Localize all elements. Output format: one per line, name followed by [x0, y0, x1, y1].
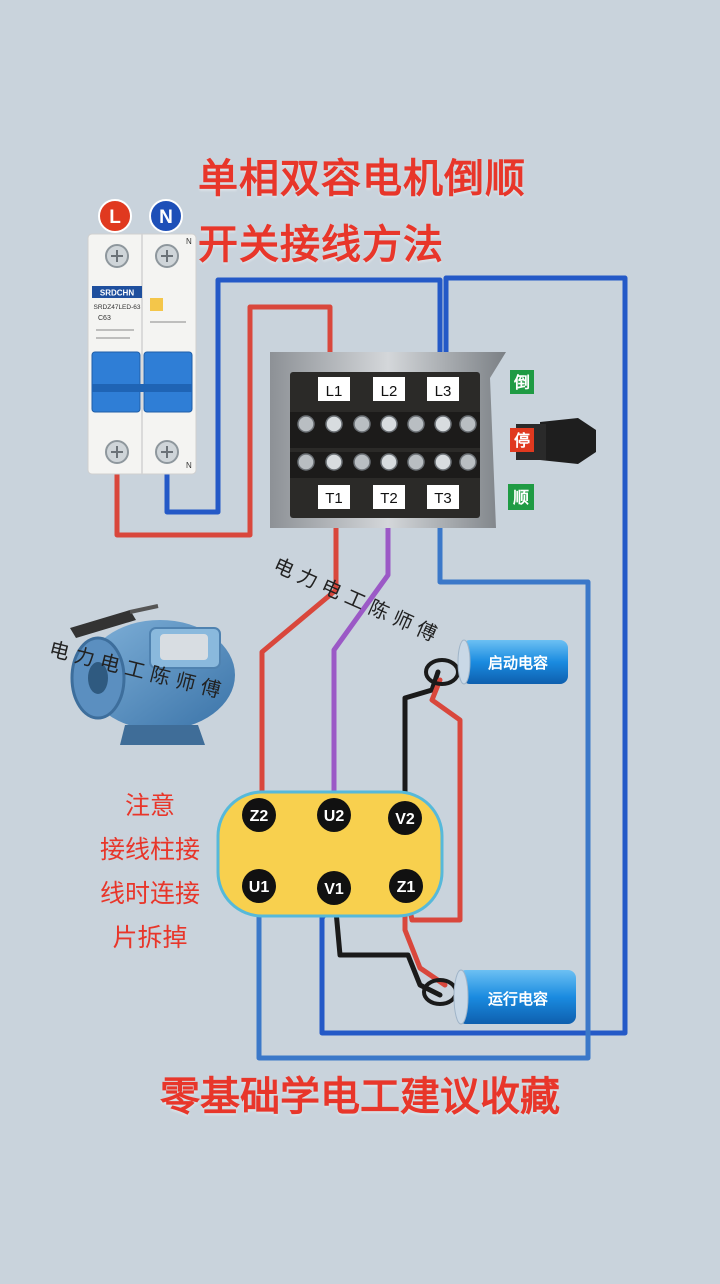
- terminal-label-t2: T2: [380, 490, 398, 507]
- motor-image: [70, 604, 235, 745]
- motor-terminal-label: U1: [249, 879, 270, 896]
- terminal-label-l2: L2: [381, 383, 398, 400]
- title-line-1: 单相双容电机倒顺: [198, 156, 526, 202]
- motor-terminal-label: Z2: [250, 808, 269, 825]
- note-line: 线时连接: [99, 879, 200, 908]
- note-line: 注意: [124, 791, 175, 820]
- terminal-screw: [353, 453, 371, 471]
- motor-terminal-z2: [242, 798, 276, 832]
- motor-terminal-u2: [317, 798, 351, 832]
- run-capacitor-label: 运行电容: [488, 990, 548, 1008]
- footer-caption: 零基础学电工建议收藏: [160, 1074, 560, 1120]
- reverse-badge: [510, 370, 534, 394]
- watermark-switch: 电力电工陈师傅: [270, 553, 446, 649]
- terminal-screw: [325, 453, 343, 471]
- terminal-label-l1: L1: [326, 383, 343, 400]
- breaker-model: SRDZ47LED-63: [94, 304, 141, 311]
- terminal-screw: [407, 453, 425, 471]
- terminal-label-t3: T3: [434, 490, 452, 507]
- motor-terminal-v2: [388, 801, 422, 835]
- neutral-badge: [149, 199, 183, 233]
- motor-terminal-label: Z1: [397, 879, 416, 896]
- breaker-n-bottom: N: [186, 461, 192, 470]
- breaker-toggle-right[interactable]: [143, 351, 193, 413]
- terminal-screw: [380, 415, 398, 433]
- stop-badge: [510, 428, 534, 452]
- live-badge: [98, 199, 132, 233]
- terminal-screw: [434, 453, 452, 471]
- terminal-label-t1: T1: [325, 490, 343, 507]
- breaker-brand-plate: [92, 286, 142, 298]
- terminal-screw: [297, 453, 315, 471]
- terminal-screw: [380, 453, 398, 471]
- run-capacitor: 运行电容: [453, 969, 576, 1025]
- start-capacitor-label: 启动电容: [488, 654, 548, 672]
- terminal-screw: [407, 415, 425, 433]
- terminal-screw: [434, 415, 452, 433]
- motor-terminal-label: V2: [395, 811, 415, 828]
- motor-terminal-u1: [242, 869, 276, 903]
- terminal-screw: [459, 453, 477, 471]
- live-badge-label: L: [109, 207, 121, 228]
- wire-t2-to-u2: [331, 512, 391, 803]
- title-line-2: 开关接线方法: [198, 222, 444, 268]
- wire-z1-to-start-cap: [405, 677, 463, 923]
- screw-row-bottom: [297, 453, 477, 471]
- forward-badge: [508, 484, 534, 510]
- switch-knob[interactable]: [540, 418, 596, 464]
- note-line: 片拆掉: [112, 923, 188, 952]
- breaker-n-top: N: [186, 237, 192, 246]
- reverse-label: 倒: [513, 373, 530, 392]
- motor-terminal-label: V1: [324, 881, 344, 898]
- wire-t1-to-z2: [259, 512, 339, 803]
- breaker-indicator: [150, 298, 163, 311]
- terminal-screw: [353, 415, 371, 433]
- motor-terminal-label: U2: [324, 808, 345, 825]
- start-capacitor: 启动电容: [457, 639, 568, 685]
- breaker-brand: SRDCHN: [100, 289, 134, 298]
- terminal-label-l3: L3: [435, 383, 452, 400]
- motor-terminal-z1: [389, 869, 423, 903]
- start-cap-lead-loop: [424, 658, 460, 686]
- breaker-toggle-left[interactable]: [91, 351, 141, 413]
- neutral-wire-breaker-to-l3: [164, 277, 443, 515]
- reversing-switch: L1 L2 L3 T1 T2 T3: [270, 352, 596, 528]
- stop-label: 停: [514, 431, 530, 450]
- terminal-screw: [325, 415, 343, 433]
- wire-t3-to-u1: [256, 512, 591, 1061]
- breaker-rating: C63: [98, 315, 111, 322]
- note-line: 接线柱接: [99, 835, 200, 864]
- terminal-screw: [459, 415, 477, 433]
- live-wire-breaker-to-l1: [114, 304, 333, 538]
- note: 注意 接线柱接 线时连接 片拆掉: [80, 784, 220, 960]
- screw-row-top: [297, 415, 477, 433]
- circuit-breaker: SRDCHN SRDZ47LED-63 C63 N N: [87, 233, 197, 475]
- neutral-badge-label: N: [159, 207, 173, 228]
- terminal-screw: [297, 415, 315, 433]
- motor-terminal-v1: [317, 871, 351, 905]
- neutral-wire-l3-to-v1: [319, 275, 628, 1036]
- forward-label: 顺: [513, 488, 529, 507]
